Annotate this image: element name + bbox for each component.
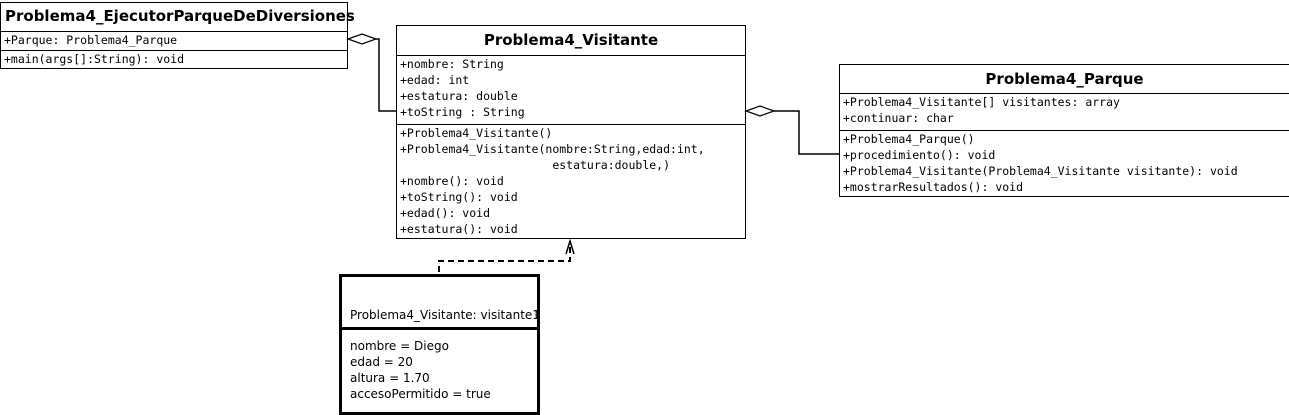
aggregation-diamond-icon <box>744 105 776 117</box>
class-parque[interactable]: Problema4_Parque +Problema4_Visitante[] … <box>839 64 1289 197</box>
method-row: +estatura(): void <box>400 222 518 236</box>
class-visitante-attributes: +nombre: String +edad: int +estatura: do… <box>397 55 745 124</box>
attribute-row: +continuar: char <box>843 111 954 125</box>
object-visitante1-title: Problema4_Visitante: visitante1 <box>350 308 540 322</box>
attribute-row: +Parque: Problema4_Parque <box>4 33 178 47</box>
attribute-row: +edad: int <box>400 73 470 87</box>
object-visitante1-slots: nombre = Diego edad = 20 altura = 1.70 a… <box>342 327 537 402</box>
dependency-object-visitante[interactable] <box>438 238 575 272</box>
class-ejecutor-attributes: +Parque: Problema4_Parque <box>1 31 347 50</box>
attribute-row: +toString : String <box>400 105 525 119</box>
method-row: +main(args[]:String): void <box>4 52 185 66</box>
dependency-line <box>438 241 571 272</box>
attribute-row: +nombre: String <box>400 57 504 71</box>
object-visitante1[interactable]: Problema4_Visitante: visitante1 nombre =… <box>339 274 540 415</box>
method-row: +Problema4_Visitante(Problema4_Visitante… <box>843 164 1238 178</box>
aggregation-line <box>774 110 839 155</box>
attribute-row: +Problema4_Visitante[] visitantes: array <box>843 95 1120 109</box>
class-parque-attributes: +Problema4_Visitante[] visitantes: array… <box>840 93 1289 130</box>
class-ejecutor[interactable]: Problema4_EjecutorParqueDeDiversiones +P… <box>0 2 355 69</box>
aggregation-line <box>376 38 396 112</box>
slot-row: nombre = Diego <box>350 339 449 353</box>
class-parque-methods: +Problema4_Parque() +procedimiento(): vo… <box>840 130 1289 195</box>
method-row: +nombre(): void <box>400 174 504 188</box>
slot-row: altura = 1.70 <box>350 371 430 385</box>
slot-row: accesoPermitido = true <box>350 387 491 401</box>
aggregation-ejecutor-visitante[interactable] <box>346 33 396 112</box>
method-row: +mostrarResultados(): void <box>843 180 1024 194</box>
aggregation-diamond-icon <box>346 33 378 45</box>
attribute-row: +estatura: double <box>400 89 518 103</box>
method-row: +Problema4_Parque() <box>843 132 975 146</box>
slot-row: edad = 20 <box>350 355 413 369</box>
class-visitante-methods: +Problema4_Visitante() +Problema4_Visita… <box>397 124 745 237</box>
class-parque-title: Problema4_Parque <box>985 70 1144 88</box>
open-arrowhead-icon <box>565 238 575 255</box>
class-ejecutor-methods: +main(args[]:String): void <box>1 50 347 67</box>
method-row: +procedimiento(): void <box>843 148 996 162</box>
class-ejecutor-title: Problema4_EjecutorParqueDeDiversiones <box>5 7 355 25</box>
method-row: estatura:double,) <box>400 158 671 172</box>
method-row: +Problema4_Visitante() <box>400 126 553 140</box>
class-visitante-title: Problema4_Visitante <box>483 31 659 49</box>
method-row: +Problema4_Visitante(nombre:String,edad:… <box>400 142 705 156</box>
method-row: +toString(): void <box>400 190 518 204</box>
aggregation-visitante-parque[interactable] <box>744 105 839 155</box>
class-visitante[interactable]: Problema4_Visitante +nombre: String +eda… <box>396 25 746 239</box>
method-row: +edad(): void <box>400 206 491 220</box>
